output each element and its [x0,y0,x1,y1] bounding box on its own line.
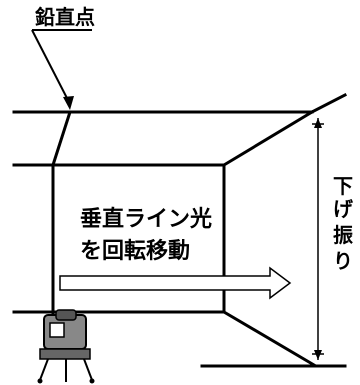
laser-base [39,348,91,360]
rotation-arrow [59,266,292,300]
rotation-move-label: を回転移動 [80,238,190,264]
laser-window [49,322,65,338]
leader-arrowhead [63,96,74,110]
laser-unit [37,309,95,384]
plumb-bob-char-2: げ [333,197,354,221]
laser-top-cap [55,309,77,321]
leader-diagonal [31,29,71,105]
laser-slanted-segment [51,111,72,166]
rotation-arrow-shape [59,266,292,300]
dimension-arrow-bottom [314,350,322,360]
floor-diagonal [221,309,317,368]
room-outline [12,92,348,368]
laser-leg-right [83,358,93,381]
plumb-bob-char-4: り [333,249,353,273]
vertical-line-light-label: 垂直ライン光 [80,206,212,232]
laser-leg-left [39,358,49,381]
plumb-point-leader [31,29,92,110]
ceiling-right-line [309,92,348,115]
laser-foot-right [89,378,95,384]
plumb-bob-char-3: 振 [333,223,353,247]
plumb-dimension [312,118,324,360]
back-corner-diagonal-top [221,109,315,168]
laser-foot-left [37,378,43,384]
dimension-arrow-top [314,118,322,128]
plumb-bob-char-1: 下 [333,174,353,198]
plumb-point-label: 鉛直点 [35,5,95,29]
